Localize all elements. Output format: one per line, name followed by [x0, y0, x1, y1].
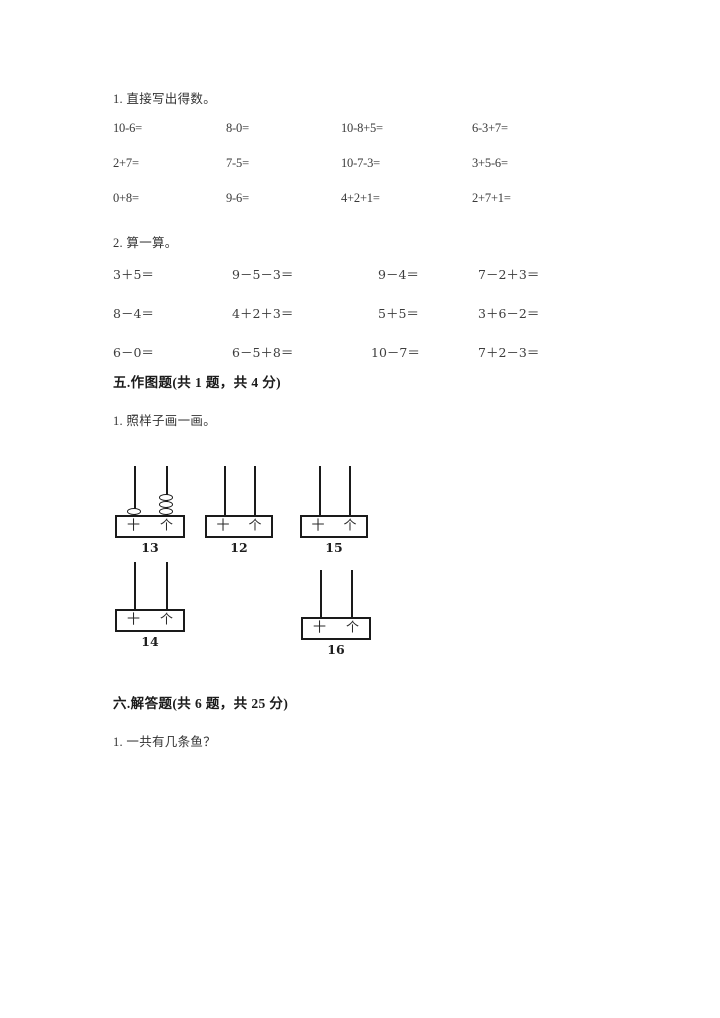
figure-label: 15: [325, 540, 343, 555]
expression: 4＋2＋3＝: [232, 306, 294, 321]
tens-rod: [320, 570, 322, 618]
expression: 10-8+5=: [341, 121, 383, 135]
ones-rod: [166, 562, 168, 610]
expression: 7-5=: [226, 156, 249, 170]
section-six-title: 六.解答题(共 6 题，共 25 分): [113, 696, 289, 711]
expression: 10-6=: [113, 121, 142, 135]
place-label-ones: 个: [345, 620, 359, 636]
figure-label: 12: [230, 540, 248, 555]
expression: 2+7+1=: [472, 191, 511, 205]
exercise-2-row: 3＋5＝ 9－5－3＝ 9－4＝ 7－2＋3＝: [0, 264, 720, 303]
expression: 6－0＝: [113, 345, 154, 360]
exercise-1-row: 2+7= 7-5= 10-7-3= 3+5-6=: [0, 156, 720, 191]
exercise-2-row: 8－4＝ 4＋2＋3＝ 5＋5＝ 3＋6－2＝: [0, 303, 720, 342]
bead: [159, 494, 173, 501]
place-label-ones: 个: [343, 518, 357, 534]
expression: 10－7＝: [371, 345, 420, 360]
figure-label: 16: [327, 642, 345, 657]
section-six-question: 1. 一共有几条鱼？: [113, 735, 217, 749]
expression: 3＋6－2＝: [478, 306, 540, 321]
tens-rod: [134, 466, 136, 516]
ones-rod: [349, 466, 351, 516]
expression: 8－4＝: [113, 306, 154, 321]
expression: 9-6=: [226, 191, 249, 205]
figure-label: 13: [141, 540, 159, 555]
place-value-box: 十 个: [115, 515, 185, 538]
place-value-box: 十 个: [115, 609, 185, 632]
bead: [127, 508, 141, 515]
expression: 2+7=: [113, 156, 139, 170]
tens-rod: [134, 562, 136, 610]
expression: 0+8=: [113, 191, 139, 205]
place-value-box: 十 个: [301, 617, 371, 640]
place-label-tens: 十: [312, 620, 326, 636]
ones-rod: [254, 466, 256, 516]
tens-rod: [319, 466, 321, 516]
place-label-tens: 十: [126, 612, 140, 628]
expression: 6-3+7=: [472, 121, 508, 135]
ones-rod: [351, 570, 353, 618]
expression: 9－4＝: [378, 267, 419, 282]
exercise-1-grid: 10-6= 8-0= 10-8+5= 6-3+7= 2+7= 7-5= 10-7…: [0, 121, 720, 226]
exercise-1-row: 10-6= 8-0= 10-8+5= 6-3+7=: [0, 121, 720, 156]
expression: 7＋2－3＝: [478, 345, 540, 360]
place-label-tens: 十: [126, 518, 140, 534]
tens-rod: [224, 466, 226, 516]
expression: 7－2＋3＝: [478, 267, 540, 282]
bead: [159, 508, 173, 515]
exercise-1-row: 0+8= 9-6= 4+2+1= 2+7+1=: [0, 191, 720, 226]
place-label-ones: 个: [159, 518, 173, 534]
place-value-box: 十 个: [300, 515, 368, 538]
bead: [159, 501, 173, 508]
ones-rod: [166, 466, 168, 516]
expression: 5＋5＝: [378, 306, 419, 321]
expression: 6－5＋8＝: [232, 345, 294, 360]
place-label-tens: 十: [311, 518, 325, 534]
expression: 4+2+1=: [341, 191, 380, 205]
place-value-box: 十 个: [205, 515, 273, 538]
expression: 3+5-6=: [472, 156, 508, 170]
exercise-1-heading: 1. 直接写出得数。: [113, 92, 217, 106]
place-label-ones: 个: [159, 612, 173, 628]
place-label-ones: 个: [248, 518, 262, 534]
figure-label: 14: [141, 634, 159, 649]
place-label-tens: 十: [216, 518, 230, 534]
expression: 10-7-3=: [341, 156, 380, 170]
expression: 8-0=: [226, 121, 249, 135]
exercise-2-heading: 2. 算一算。: [113, 236, 178, 250]
exercise-2-row: 6－0＝ 6－5＋8＝ 10－7＝ 7＋2－3＝: [0, 342, 720, 381]
section-five-question: 1. 照样子画一画。: [113, 414, 217, 428]
exercise-2-grid: 3＋5＝ 9－5－3＝ 9－4＝ 7－2＋3＝ 8－4＝ 4＋2＋3＝ 5＋5＝…: [0, 264, 720, 381]
expression: 9－5－3＝: [232, 267, 294, 282]
expression: 3＋5＝: [113, 267, 154, 282]
section-five-title: 五.作图题(共 1 题，共 4 分): [113, 375, 282, 390]
